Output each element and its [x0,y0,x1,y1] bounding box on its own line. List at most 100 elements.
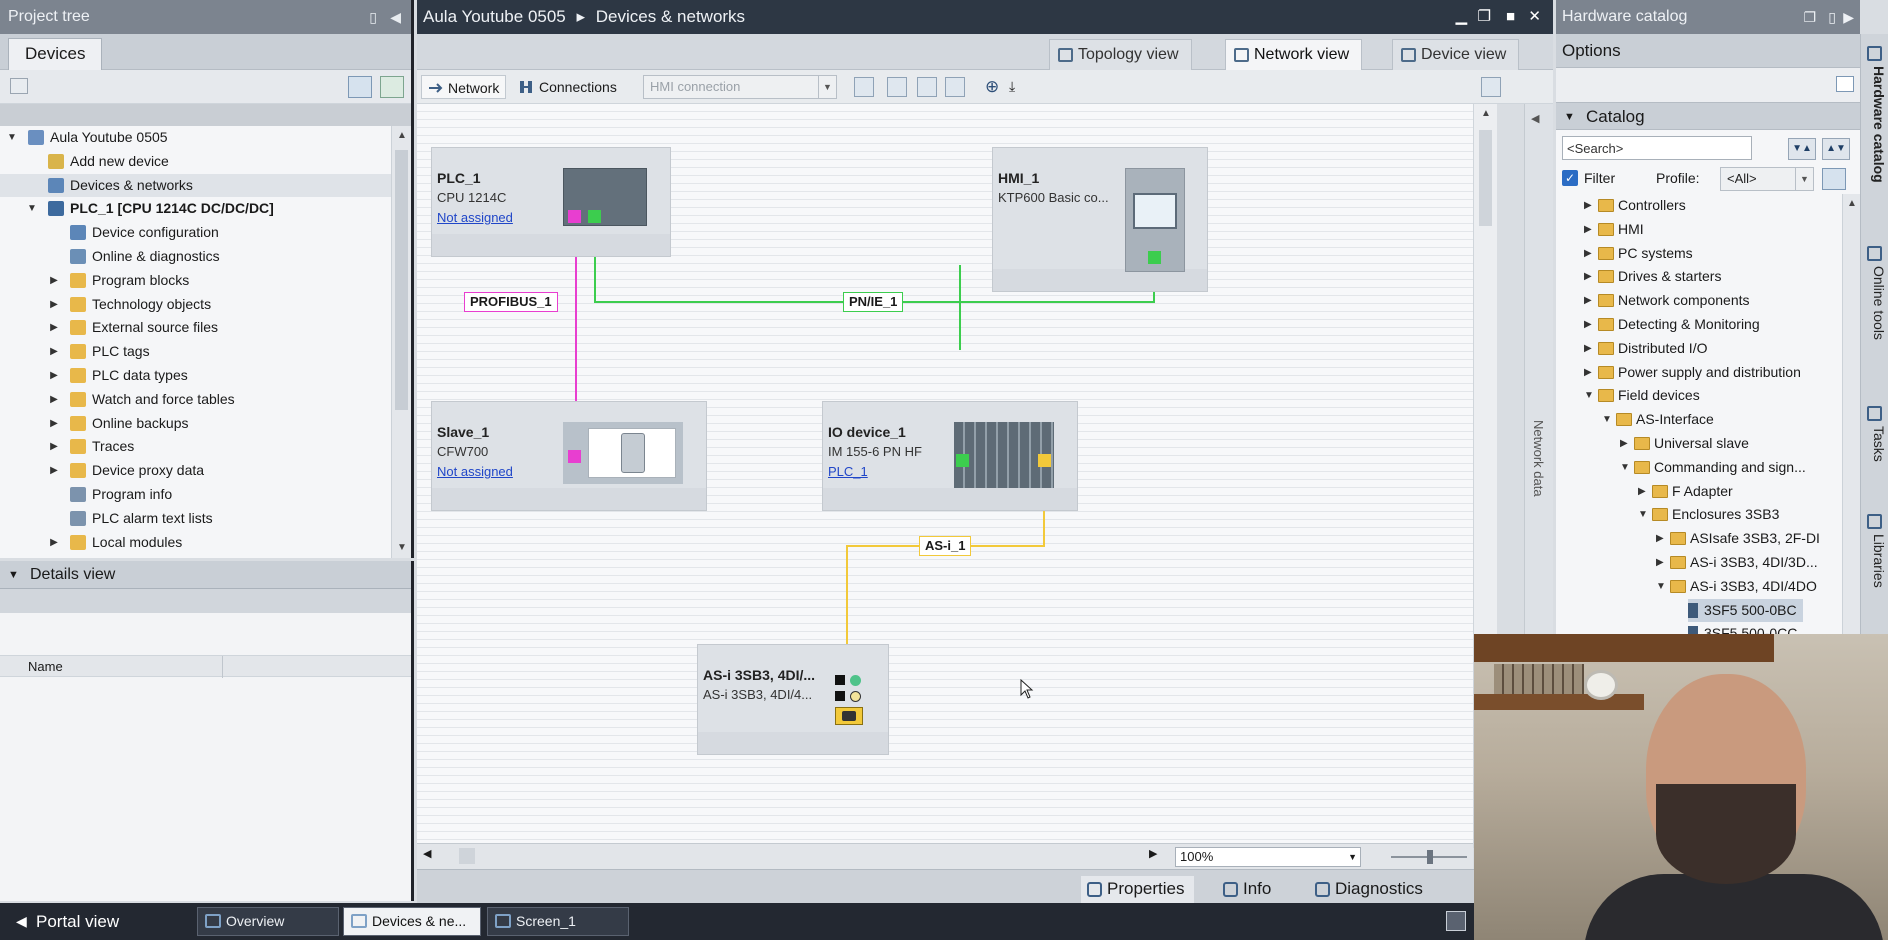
info-tab[interactable]: Info [1217,876,1281,903]
asi-port[interactable] [835,707,863,725]
hscroll-thumb[interactable] [459,848,475,864]
taskbar-menu-icon[interactable] [1446,911,1466,931]
catalog-item[interactable]: ▶Drives & starters [1584,265,1721,289]
catalog-item[interactable]: ▼Field devices [1584,384,1700,408]
scroll-up-icon[interactable]: ▲ [1847,198,1857,209]
tree-item[interactable]: PLC alarm text lists [0,507,394,531]
scroll-left-icon[interactable]: ◀ [423,848,432,860]
catalog-item[interactable]: ▶Controllers [1584,194,1686,218]
plc-profibus-port[interactable] [568,210,581,223]
close-icon[interactable]: ✕ [1528,8,1541,25]
io-asi-port[interactable] [1038,454,1051,467]
catalog-item[interactable]: ▶Distributed I/O [1584,337,1707,361]
chevron-right-icon[interactable]: ▶ [1656,533,1664,545]
catalog-item[interactable]: ▶ASIsafe 3SB3, 2F-DI [1656,527,1820,551]
chevron-down-icon[interactable]: ▼ [27,203,37,215]
tree-item[interactable]: ▼Aula Youtube 0505 [0,126,394,150]
tree-item[interactable]: Device configuration [0,221,394,245]
chevron-right-icon[interactable]: ▶ [1656,557,1664,568]
zoom-select[interactable]: 100% ▼ [1175,847,1361,867]
tab-devices[interactable]: Devices [8,38,103,70]
layout-icon[interactable] [1481,77,1501,97]
chevron-right-icon[interactable]: ▶ [1584,319,1592,330]
tree-item[interactable]: ▶PLC data types [0,364,394,388]
scroll-down-icon[interactable]: ▼ [397,542,407,553]
connection-type-select[interactable]: HMI connection ▼ [643,75,837,99]
tree-item[interactable]: ▶PLC tags [0,340,394,364]
chevron-right-icon[interactable]: ▶ [50,298,58,310]
catalog-item[interactable]: 3SF5 500-0CC [1688,622,1797,635]
device-plc[interactable]: PLC_1 CPU 1214C Not assigned [431,147,671,257]
connections-button[interactable]: Connections [513,75,623,99]
chevron-right-icon[interactable]: ▶ [50,441,58,453]
search-up-button[interactable]: ▲▼ [1822,138,1850,160]
zoom-slider-handle[interactable] [1427,850,1433,864]
pin-icon[interactable]: ▯ [369,9,377,25]
chevron-right-icon[interactable]: ▶ [1584,247,1592,259]
zoom-download-icon[interactable]: ⤓ [1009,78,1016,94]
options-view-icon[interactable] [1836,76,1854,92]
grid-icon[interactable] [917,77,937,97]
network-button[interactable]: Network [421,75,507,99]
chevron-down-icon[interactable]: ▼ [1620,461,1630,473]
chevron-down-icon[interactable]: ▼ [1638,509,1648,521]
search-down-button[interactable]: ▼▲ [1788,138,1816,160]
chevron-down-icon[interactable]: ▼ [7,132,17,143]
catalog-item[interactable]: ▼Enclosures 3SB3 [1638,503,1779,527]
hmi-profinet-port[interactable] [1148,251,1161,264]
tree-item[interactable]: Online & diagnostics [0,245,394,269]
catalog-header[interactable]: ▼ Catalog [1556,102,1860,130]
collapse-icon[interactable]: ◀ [1531,113,1540,125]
chevron-right-icon[interactable]: ▶ [1584,223,1592,235]
scroll-thumb[interactable] [395,150,408,410]
device-slave[interactable]: Slave_1 CFW700 Not assigned [431,401,707,511]
details-view-header[interactable]: ▼ Details view [0,561,411,589]
details-column-header[interactable]: Name [0,655,411,678]
catalog-item[interactable]: ▶AS-i 3SB3, 4DI/3D... [1656,551,1818,575]
diagnostics-tab[interactable]: Diagnostics [1309,876,1433,903]
slave-profibus-port[interactable] [568,450,581,463]
io-profinet-port[interactable] [956,454,969,467]
catalog-item[interactable]: ▶Detecting & Monitoring [1584,313,1760,337]
address-icon[interactable] [854,77,874,97]
overview-icon[interactable] [380,76,404,98]
tree-item[interactable]: ▶External source files [0,316,394,340]
device-io-controller-link[interactable]: PLC_1 [828,464,868,479]
project-tree-scrollbar[interactable]: ▲ ▼ [391,126,411,558]
tab-network-view[interactable]: Network view [1225,39,1363,70]
table-icon[interactable] [945,77,965,97]
chevron-right-icon[interactable]: ▶ [1584,200,1592,211]
online-tools-task-tab[interactable]: Online tools [1863,244,1887,340]
chevron-right-icon[interactable]: ▶ [50,393,58,405]
libraries-task-tab[interactable]: Libraries [1863,512,1887,588]
properties-tab[interactable]: Properties [1081,876,1195,903]
tree-item[interactable]: Add new device [0,150,394,174]
network-canvas[interactable]: PLC_1 CPU 1214C Not assigned HMI_1 KTP60… [417,104,1497,848]
tree-item[interactable]: ▼PLC_1 [CPU 1214C DC/DC/DC] [0,197,394,221]
chevron-down-icon[interactable]: ▼ [1656,580,1666,592]
hardware-catalog-task-tab[interactable]: Hardware catalog [1863,44,1887,183]
taskbar-screen[interactable]: Screen_1 [487,907,629,936]
restore-icon[interactable]: ❐ [1477,8,1491,25]
chevron-right-icon[interactable]: ▶ [1638,485,1646,497]
collapse-right-icon[interactable]: ▶ [1843,9,1854,25]
portal-view-button[interactable]: ◀ Portal view [12,907,119,936]
chevron-down-icon[interactable]: ▼ [1602,414,1612,426]
pin-icon[interactable]: ▯ [1828,9,1836,25]
profile-settings-icon[interactable] [1822,168,1846,190]
chevron-right-icon[interactable]: ▶ [1584,295,1592,307]
tasks-task-tab[interactable]: Tasks [1863,404,1887,462]
chevron-right-icon[interactable]: ▶ [50,322,58,334]
device-plc-assign-link[interactable]: Not assigned [437,210,513,225]
asi-label[interactable]: AS-i_1 [919,536,972,556]
catalog-search-input[interactable] [1562,136,1752,160]
zoom-icon[interactable]: ⊕ [985,77,1000,96]
catalog-item[interactable]: ▼AS-Interface [1602,408,1714,432]
catalog-scrollbar[interactable]: ▲ [1842,194,1860,635]
device-slave-assign-link[interactable]: Not assigned [437,464,513,479]
catalog-item[interactable]: ▼Commanding and sign... [1620,456,1806,480]
tree-item[interactable]: ▶Traces [0,435,394,459]
tree-view-icon[interactable] [348,76,372,98]
tab-topology-view[interactable]: Topology view [1049,39,1192,70]
tree-item[interactable]: ▶Watch and force tables [0,388,394,412]
